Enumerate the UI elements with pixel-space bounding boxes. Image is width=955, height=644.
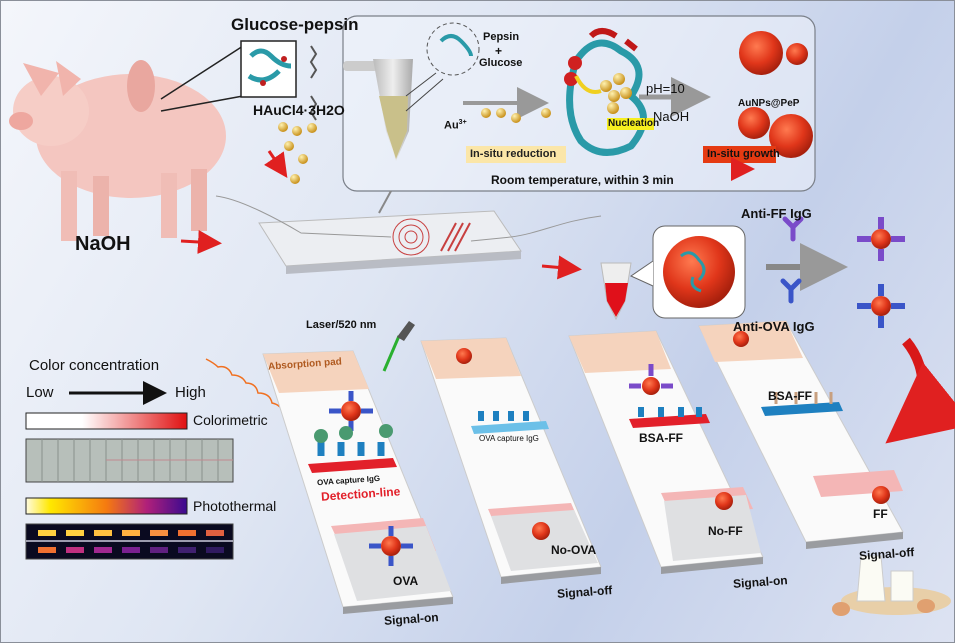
test-strip-4 (698, 320, 904, 549)
legend-high: High (175, 384, 206, 401)
test-strip-1 (262, 350, 454, 614)
thermal-bands (38, 530, 224, 553)
glucose-label: Glucose (479, 57, 523, 69)
aunps-pep-label: AuNPs@PeP (738, 98, 800, 109)
microfluidic-chip (215, 195, 602, 274)
ph-label: pH=10 (646, 81, 685, 96)
strip2-capture-label: OVA capture IgG (479, 434, 539, 443)
in-situ-reduction-label: In-situ reduction (470, 148, 557, 160)
pepsin-structure-inset (240, 40, 297, 98)
laser-label: Laser/520 nm (306, 319, 377, 331)
anti-ova-igg-label: Anti-OVA IgG (733, 319, 815, 334)
plus-sign: + (495, 44, 503, 58)
pepsin-glucose-callout (426, 22, 480, 76)
laser-pen-icon (397, 321, 415, 341)
pepsin-label: Pepsin (483, 31, 520, 43)
colorimetric-label: Colorimetric (193, 412, 268, 428)
naoh-box-label: NaOH (653, 109, 690, 124)
strip4-sample-label: FF (873, 507, 888, 521)
test-strip-3 (568, 330, 764, 574)
glucose-pepsin-label: Glucose-pepsin (231, 15, 359, 34)
nucleation-label: Nucleation (608, 118, 660, 129)
aunps-pep-particles (738, 31, 813, 158)
gold-ion-dots-box (481, 108, 551, 123)
strip4-capture-label: BSA-FF (768, 389, 812, 403)
legend-low: Low (26, 384, 54, 401)
eppendorf-tube-icon (343, 59, 413, 161)
photothermal-label: Photothermal (193, 498, 277, 514)
naoh-label: NaOH (75, 233, 131, 255)
timeline-label: Room temperature, within 3 min (491, 173, 674, 187)
colorimetric-scale-bar (25, 412, 188, 430)
anti-ff-igg-label: Anti-FF IgG (741, 206, 812, 221)
haucl4-label: HAuCl4·3H2O (253, 102, 345, 118)
heat-wave-line (205, 358, 285, 416)
antibody-icons (780, 216, 804, 304)
red-colloid-tube-icon (600, 262, 632, 321)
strip3-capture-label: BSA-FF (639, 431, 683, 445)
au-ion-label: Au3+ (444, 119, 467, 132)
strip2-sample-label: No-OVA (551, 543, 597, 557)
gold-ion-dots (278, 122, 317, 184)
photothermal-scale-bar (25, 497, 188, 515)
milk-food-illustration (832, 555, 951, 616)
synthesis-box (342, 15, 816, 192)
pig-illustration (9, 45, 244, 241)
strip3-sample-label: No-FF (708, 524, 743, 538)
test-strip-2 (420, 337, 602, 584)
glucose-molecule-icon (309, 45, 318, 121)
in-situ-growth-label: In-situ growth (707, 148, 780, 160)
legend-title: Color concentration (29, 357, 160, 374)
curved-arrow (885, 337, 955, 444)
strip1-sample-label: OVA (393, 574, 419, 588)
